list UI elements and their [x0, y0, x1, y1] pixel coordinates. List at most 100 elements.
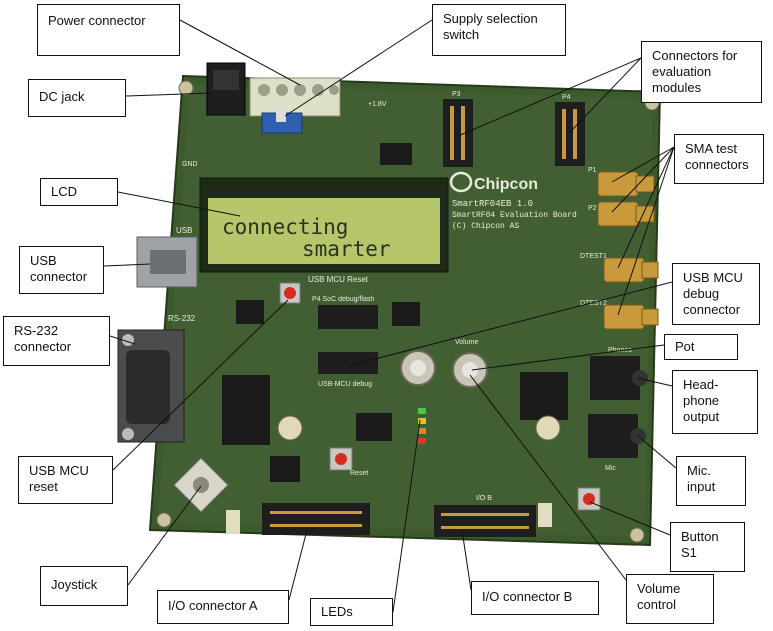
leader-eval-left: [457, 57, 642, 137]
usb-mcu-debug-header: [318, 352, 378, 374]
eval-connector-right: [555, 102, 585, 166]
button-s1: [583, 493, 595, 505]
leader-usb-mcu-debug: [347, 281, 673, 367]
svg-text:DTEST2: DTEST2: [580, 300, 607, 307]
svg-text:P1: P1: [588, 167, 597, 174]
leader-dc-jack: [125, 92, 213, 97]
leader-lcd: [117, 191, 241, 217]
led-orange: [418, 428, 426, 434]
callout-button-s1: Button S1: [670, 522, 745, 572]
ic-chip: [356, 413, 392, 441]
board-copyright: (C) Chipcon AS: [452, 222, 519, 231]
leader-supply-switch: [284, 19, 433, 117]
callout-joystick: Joystick: [40, 566, 128, 606]
led-green: [418, 408, 426, 414]
silk-gnd: GND: [182, 161, 198, 168]
leader-joystick: [127, 485, 202, 586]
callout-usb-mcu-reset: USB MCU reset: [18, 456, 113, 504]
ic-chip: [520, 372, 568, 420]
headphone-jack: [590, 356, 640, 400]
callout-usb-mcu-debug-connector: USB MCU debug connector: [672, 263, 760, 325]
leader-mic: [637, 435, 677, 469]
silk-reset: Reset: [350, 470, 368, 477]
mounting-hole: [629, 527, 645, 543]
capacitor: [535, 415, 561, 441]
leader-usb-mcu-reset: [112, 299, 289, 471]
callout-power-connector: Power connector: [37, 4, 180, 56]
leader-sma-4: [617, 146, 675, 316]
ic-chip: [236, 300, 264, 324]
callout-usb-connector: USB connector: [19, 246, 104, 294]
leader-eval-right: [569, 57, 642, 133]
leader-sma-3: [617, 146, 675, 269]
svg-text:DTEST1: DTEST1: [580, 253, 607, 260]
ic-chip: [222, 375, 270, 445]
silk-vdd: +1.8V: [368, 101, 387, 108]
mounting-hole: [156, 512, 172, 528]
silk-eval-labels: P3 P4: [452, 91, 571, 101]
board-model-line1: SmartRF04EB 1.0: [452, 199, 533, 209]
leader-usb: [103, 263, 151, 267]
callout-rs232-connector: RS-232 connector: [3, 316, 110, 366]
callout-io-connector-b: I/O connector B: [471, 581, 599, 615]
silk-io-b: I/O B: [476, 495, 492, 502]
leader-sma-1: [611, 146, 675, 183]
mounting-hole: [178, 80, 194, 96]
silk-soc-debug: P4 SoC debug/flash: [312, 296, 374, 303]
callout-supply-selection-switch: Supply selection switch: [432, 4, 566, 56]
capacitor: [277, 415, 303, 441]
svg-text:P4: P4: [562, 94, 571, 101]
callout-pot: Pot: [664, 334, 738, 360]
leader-button-s1: [589, 501, 671, 536]
svg-text:P2: P2: [588, 205, 597, 212]
callout-headphone-output: Head- phone output: [672, 370, 758, 434]
chipcon-logo-mark: [449, 171, 473, 193]
leader-io-b: [461, 529, 472, 591]
io-connector-b-header: [434, 505, 536, 537]
callout-io-connector-a: I/O connector A: [157, 590, 289, 624]
leader-sma-2: [611, 146, 675, 213]
io-connector-a-header: [262, 503, 370, 535]
lcd-screen: [208, 198, 440, 264]
board-brand: Chipcon: [474, 176, 538, 193]
usb-mcu-reset-button: [284, 287, 296, 299]
ic-chip: [270, 456, 300, 482]
silk-mic: Mic: [605, 465, 616, 472]
ic-chip: [392, 302, 420, 326]
lcd-line-1: connecting: [222, 215, 348, 239]
mic-jack: [588, 414, 638, 458]
callout-connectors-eval-modules: Connectors for evaluation modules: [641, 41, 762, 103]
callout-lcd: LCD: [40, 178, 118, 206]
leader-headphone: [637, 377, 673, 387]
button-center: [335, 453, 347, 465]
silk-usb: USB: [176, 226, 192, 235]
soc-debug-header: [318, 305, 378, 329]
eval-connector-left: [443, 99, 473, 167]
silk-sma-labels: P1 P2 DTEST1 DTEST2: [580, 167, 607, 307]
leader-power-connector: [179, 19, 301, 86]
callout-sma-test-connectors: SMA test connectors: [674, 134, 764, 184]
leader-io-a: [288, 529, 308, 601]
leader-pot: [471, 344, 665, 371]
callout-dc-jack: DC jack: [28, 79, 126, 117]
lcd-line-2: smarter: [302, 237, 391, 261]
callout-leds: LEDs: [310, 598, 393, 626]
callout-mic-input: Mic. input: [676, 456, 746, 506]
leader-volume: [469, 374, 627, 581]
svg-text:P3: P3: [452, 91, 461, 98]
ic-chip: [380, 143, 412, 165]
silk-usb-mcu-reset: USB MCU Reset: [308, 275, 369, 284]
silk-volume: Volume: [455, 339, 478, 346]
leader-leds: [392, 419, 421, 613]
silk-usb-mcu-debug: USB-MCU debug: [318, 381, 372, 388]
callout-volume-control: Volume control: [626, 574, 714, 624]
sma-connectors: [597, 171, 659, 330]
board-model-line2: SmartRF04 Evaluation Board: [452, 211, 577, 220]
leader-rs232: [109, 335, 136, 345]
led-yellow: [418, 418, 426, 424]
led-red: [418, 438, 426, 444]
silk-rs232: RS-232: [168, 314, 196, 323]
